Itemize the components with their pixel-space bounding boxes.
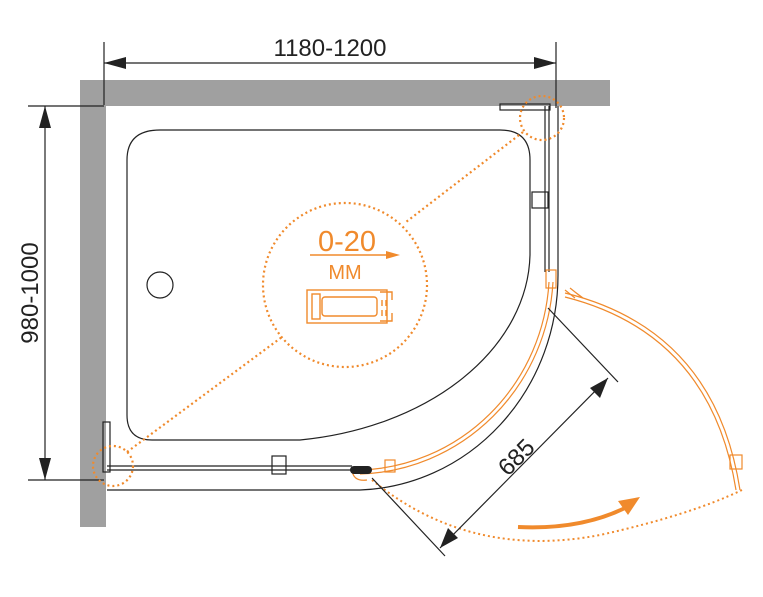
door-width-dimension [371, 307, 619, 557]
door-handle [350, 466, 372, 474]
back-wall [80, 80, 610, 106]
detail-callout [91, 94, 566, 488]
walls [80, 80, 610, 527]
adjustment-range: 0-20 [318, 226, 376, 258]
adjustment-arrow-icon [310, 251, 400, 259]
sliding-door-open [564, 287, 743, 491]
door-width-label: 685 [493, 434, 540, 481]
adjustment-unit: MM [328, 262, 361, 284]
side-wall [80, 80, 106, 527]
sliding-door-closed [351, 269, 557, 481]
drain [146, 271, 174, 299]
depth-label: 980-1000 [17, 242, 44, 343]
width-dimension [103, 42, 557, 108]
door-swing-path [371, 479, 743, 542]
swing-arrow-icon [517, 497, 640, 530]
depth-dimension [28, 105, 104, 481]
shower-tray [126, 129, 531, 441]
width-label: 1180-1200 [274, 35, 387, 62]
wall-profile-icon [306, 289, 393, 324]
